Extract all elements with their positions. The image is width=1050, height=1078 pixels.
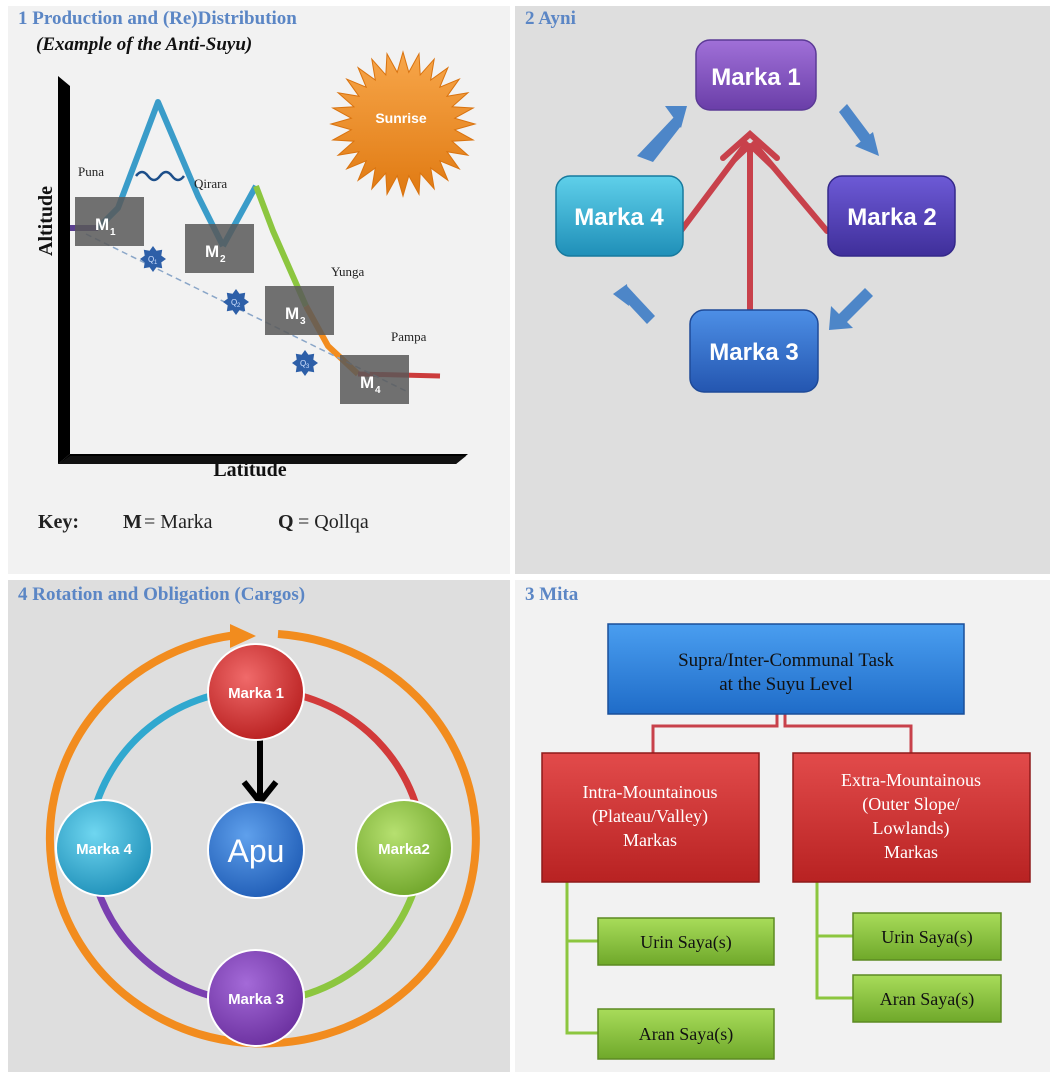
panel1-title: 1 Production and (Re)Distribution xyxy=(18,8,297,29)
panel-ayni: 2 Ayni M xyxy=(515,6,1050,574)
rotation-diagram: Marka 1 Marka2 Marka 3 Marka 4 Apu xyxy=(45,624,480,1048)
svg-text:Markas: Markas xyxy=(623,830,677,850)
arrow-icon-1-to-2 xyxy=(839,104,871,142)
svg-text:Q: Q xyxy=(148,255,154,264)
urin-saya-box-right: Urin Saya(s) xyxy=(852,912,1002,961)
panel-production-redistribution: 1 Production and (Re)Distribution (Examp… xyxy=(8,6,510,574)
svg-text:Supra/Inter-Communal Task: Supra/Inter-Communal Task xyxy=(678,650,894,671)
panel-mita: 3 Mita Supra/Inter-Communal Task at the … xyxy=(515,580,1050,1072)
svg-text:= Qollqa: = Qollqa xyxy=(298,511,369,533)
svg-text:Urin Saya(s): Urin Saya(s) xyxy=(640,932,731,953)
rotation-node-marka-4: Marka 4 xyxy=(55,799,153,897)
svg-text:Q: Q xyxy=(300,359,306,368)
rotation-node-marka-2: Marka2 xyxy=(355,799,453,897)
connector-lines-left xyxy=(565,882,598,1035)
rotation-node-marka-1: Marka 1 xyxy=(207,643,305,741)
marka-box-3: M 3 xyxy=(265,286,334,335)
red-arrows xyxy=(677,129,830,329)
suyu-task-box: Supra/Inter-Communal Task at the Suyu Le… xyxy=(607,623,965,715)
production-diagram: Sunrise Altitude Latitude Puna Qirara Yu… xyxy=(35,50,477,533)
svg-text:Marka 4: Marka 4 xyxy=(574,204,664,231)
svg-text:M: M xyxy=(360,373,374,392)
svg-text:Q: Q xyxy=(231,298,237,307)
svg-text:Lowlands): Lowlands) xyxy=(873,818,950,839)
svg-text:3: 3 xyxy=(300,316,306,327)
zone-label-puna: Puna xyxy=(78,164,104,179)
svg-text:Marka 2: Marka 2 xyxy=(847,204,936,231)
svg-text:Marka 3: Marka 3 xyxy=(709,339,798,366)
svg-text:Marka 1: Marka 1 xyxy=(228,685,284,702)
zone-label-pampa: Pampa xyxy=(391,329,427,344)
svg-text:M: M xyxy=(205,242,219,261)
svg-text:at the Suyu Level: at the Suyu Level xyxy=(719,674,853,695)
ayni-diagram: Marka 1 Marka 2 Marka 3 Marka 4 xyxy=(555,39,956,393)
ayni-node-marka-1: Marka 1 xyxy=(695,39,817,111)
connector-lines-top xyxy=(651,714,913,753)
rotation-node-marka-3: Marka 3 xyxy=(207,949,305,1047)
svg-text:= Marka: = Marka xyxy=(144,511,213,533)
svg-text:Marka 1: Marka 1 xyxy=(711,64,800,91)
ayni-node-marka-3: Marka 3 xyxy=(689,309,819,393)
arrow-icon-2-to-3 xyxy=(837,288,873,324)
mita-diagram: Supra/Inter-Communal Task at the Suyu Le… xyxy=(541,623,1031,1060)
svg-text:4: 4 xyxy=(375,385,381,396)
extra-mountainous-box: Extra-Mountainous (Outer Slope/ Lowlands… xyxy=(792,752,1031,883)
intra-mountainous-box: Intra-Mountainous (Plateau/Valley) Marka… xyxy=(541,752,760,883)
svg-text:Marka 3: Marka 3 xyxy=(228,991,284,1008)
svg-text:M: M xyxy=(123,511,142,533)
x-axis-label: Latitude xyxy=(213,459,286,481)
svg-text:1: 1 xyxy=(154,260,158,266)
sunrise-label: Sunrise xyxy=(375,110,427,126)
rotation-node-apu: Apu xyxy=(207,801,305,899)
panel-rotation-obligation: 4 Rotation and Obligation (Cargos) Marka… xyxy=(8,580,510,1072)
qollqa-gear-icon-3: Q 3 xyxy=(292,350,318,376)
svg-text:Extra-Mountainous: Extra-Mountainous xyxy=(841,770,981,790)
zone-label-yunga: Yunga xyxy=(331,264,364,279)
urin-saya-box-left: Urin Saya(s) xyxy=(597,917,775,966)
svg-text:1: 1 xyxy=(110,227,116,238)
cycle-arrows xyxy=(613,104,879,330)
svg-text:Key:: Key: xyxy=(38,511,79,533)
qollqa-gear-icon-1: Q 1 xyxy=(140,246,166,272)
zone-label-qirara: Qirara xyxy=(194,176,227,191)
svg-text:Marka2: Marka2 xyxy=(378,841,430,858)
profile-segment-yunga xyxy=(253,184,309,308)
aran-saya-box-right: Aran Saya(s) xyxy=(852,974,1002,1023)
svg-text:3: 3 xyxy=(306,364,310,370)
connector-lines-right xyxy=(815,882,853,1000)
svg-text:Q: Q xyxy=(278,511,294,533)
panel1-subtitle: (Example of the Anti-Suyu) xyxy=(36,34,253,55)
marka-box-4: M 4 xyxy=(340,355,409,404)
svg-text:Intra-Mountainous: Intra-Mountainous xyxy=(583,782,718,802)
svg-text:Urin Saya(s): Urin Saya(s) xyxy=(881,927,972,948)
panel2-title: 2 Ayni xyxy=(525,8,576,29)
arrow-icon-4-to-1 xyxy=(637,116,681,162)
y-axis xyxy=(58,76,70,464)
svg-text:(Outer Slope/: (Outer Slope/ xyxy=(862,794,959,815)
panel3-title: 3 Mita xyxy=(525,584,579,605)
panel4-title: 4 Rotation and Obligation (Cargos) xyxy=(18,584,306,605)
aran-saya-box-left: Aran Saya(s) xyxy=(597,1008,775,1060)
rotation-arrowhead-icon xyxy=(230,624,256,648)
marka-box-2: M 2 xyxy=(185,224,254,273)
ayni-node-marka-2: Marka 2 xyxy=(827,175,956,257)
ayni-node-marka-4: Marka 4 xyxy=(555,175,684,257)
svg-text:(Plateau/Valley): (Plateau/Valley) xyxy=(592,806,708,827)
svg-text:Marka 4: Marka 4 xyxy=(76,841,133,858)
y-axis-label: Altitude xyxy=(35,186,57,256)
svg-text:M: M xyxy=(95,215,109,234)
legend-key: Key: M = Marka Q = Qollqa xyxy=(38,511,369,533)
svg-text:2: 2 xyxy=(237,303,241,309)
svg-text:Aran Saya(s): Aran Saya(s) xyxy=(639,1024,733,1045)
sunrise-icon xyxy=(329,50,477,198)
svg-text:Aran Saya(s): Aran Saya(s) xyxy=(880,989,974,1010)
svg-text:Markas: Markas xyxy=(884,842,938,862)
svg-text:M: M xyxy=(285,304,299,323)
marka-box-1: M 1 xyxy=(75,197,144,246)
svg-text:2: 2 xyxy=(220,254,226,265)
svg-text:Apu: Apu xyxy=(228,833,285,869)
wave-icon xyxy=(135,170,185,182)
qollqa-gear-icon-2: Q 2 xyxy=(223,289,249,315)
